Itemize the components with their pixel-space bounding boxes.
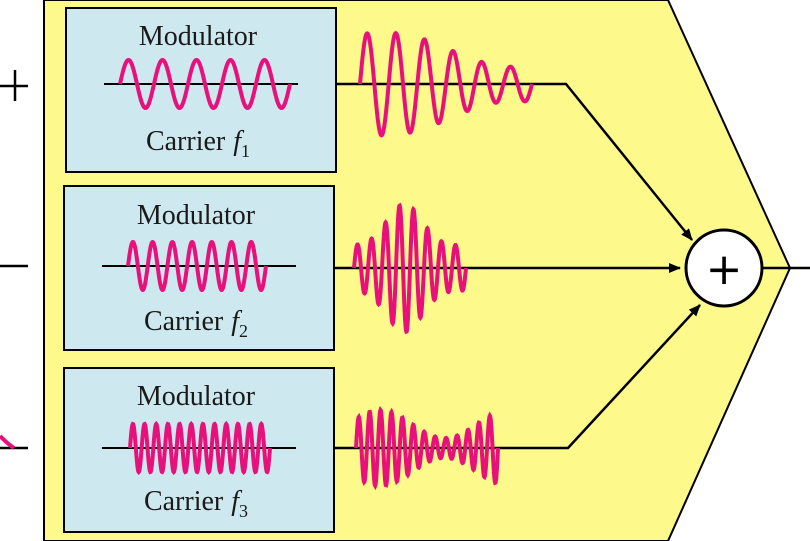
summing-junction: +	[684, 228, 764, 308]
carrier-wave-1	[118, 57, 292, 111]
modulator-box-1	[65, 7, 337, 173]
modulated-wave-2	[352, 202, 468, 335]
carrier-wave-2	[126, 239, 268, 293]
input-wave-stub	[0, 434, 16, 450]
modulated-wave-3	[354, 405, 500, 491]
modulator-title-3: Modulator	[137, 381, 256, 412]
carrier-wave-3	[128, 420, 272, 476]
signal-path-1	[336, 82, 693, 241]
modulated-wave-1	[358, 30, 534, 138]
modulator-title-2: Modulator	[137, 200, 256, 231]
plus-icon: +	[706, 244, 743, 295]
left-inputs	[0, 70, 28, 450]
summer-circle	[684, 228, 764, 308]
modulator-title-1: Modulator	[139, 21, 258, 52]
